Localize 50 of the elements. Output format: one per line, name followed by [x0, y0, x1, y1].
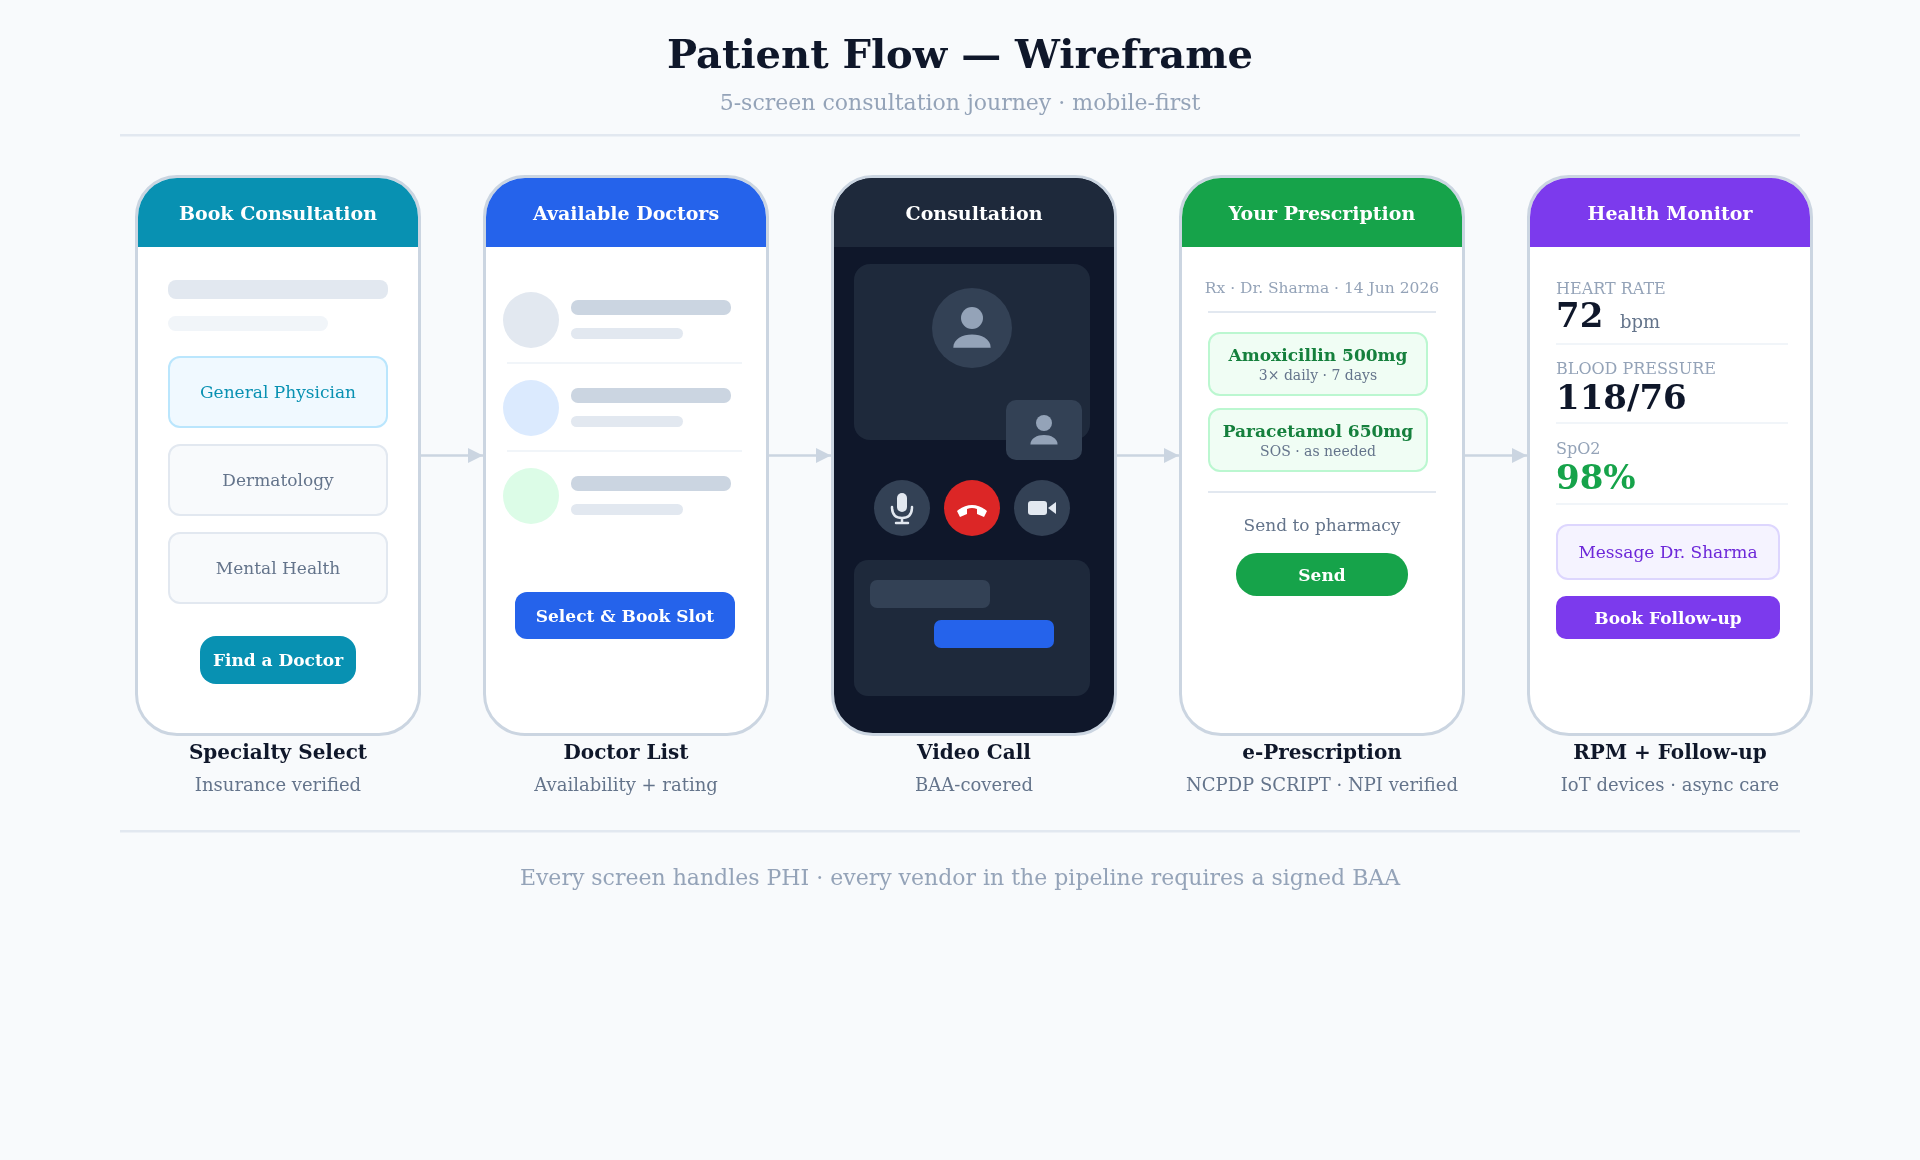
- metric-label: SpO2: [1556, 439, 1601, 459]
- diagram-title: Patient Flow — Wireframe: [667, 30, 1253, 78]
- dosage-text: SOS · as needed: [1260, 441, 1376, 461]
- metric-unit: bpm: [1620, 311, 1661, 333]
- metric-label: HEART RATE: [1556, 279, 1666, 299]
- flow-arrow: [1465, 448, 1527, 463]
- header-bar: Health Monitor: [1530, 178, 1810, 247]
- screen-subcaption: NCPDP SCRIPT · NPI verified: [1186, 774, 1458, 796]
- phone-screen: [135, 175, 421, 736]
- screen-caption: RPM + Follow-up: [1573, 740, 1767, 764]
- screen-subcaption: Insurance verified: [194, 774, 362, 796]
- flow-arrow: [769, 448, 831, 463]
- header-bar: Consultation: [834, 178, 1114, 247]
- medication-card: [1208, 408, 1428, 472]
- option-card: Mental Health: [168, 532, 388, 604]
- screen-caption: Doctor List: [563, 740, 689, 764]
- screen-subcaption: Availability + rating: [534, 774, 718, 796]
- metric-value: 72: [1556, 297, 1604, 335]
- phone-screen: [483, 175, 769, 736]
- action-button: Send: [1236, 553, 1408, 596]
- flow-arrow: [421, 448, 483, 463]
- option-card: Dermatology: [168, 444, 388, 516]
- action-button: Select & Book Slot: [515, 592, 735, 639]
- phone-screen: [831, 175, 1117, 736]
- phone-screen: [1179, 175, 1465, 736]
- footnote: Every screen handles PHI · every vendor in the pipeline requires a signed BAA: [519, 865, 1401, 892]
- screen-caption: Specialty Select: [188, 740, 368, 764]
- screen-subcaption: BAA-covered: [915, 774, 1033, 796]
- screen-caption: e-Prescription: [1242, 740, 1402, 764]
- option-card: Message Dr. Sharma: [1556, 524, 1780, 580]
- subtitle: 5-screen consultation journey · mobile-first: [719, 90, 1201, 117]
- phone-screen: [1527, 175, 1813, 736]
- medication-name: Amoxicillin 500mg: [1228, 343, 1408, 366]
- dosage-text: 3× daily · 7 days: [1258, 365, 1378, 385]
- header-bar: Available Doctors: [486, 178, 766, 247]
- section-label: Send to pharmacy: [1243, 515, 1401, 536]
- action-button: Book Follow-up: [1556, 596, 1780, 639]
- screen-subcaption: IoT devices · async care: [1560, 774, 1780, 796]
- prescription-meta: Rx · Dr. Sharma · 14 Jun 2026: [1204, 279, 1440, 298]
- medication-name: Paracetamol 650mg: [1222, 419, 1414, 442]
- medication-card: [1208, 332, 1428, 396]
- metric-value: 118/76: [1556, 379, 1687, 417]
- option-card: General Physician: [168, 356, 388, 428]
- header-bar: Your Prescription: [1182, 178, 1462, 247]
- header-bar: Book Consultation: [138, 178, 418, 247]
- metric-value: 98%: [1556, 459, 1636, 497]
- action-button: Find a Doctor: [200, 636, 356, 684]
- screen-caption: Video Call: [917, 740, 1031, 764]
- metric-label: BLOOD PRESSURE: [1556, 359, 1716, 379]
- flow-arrow: [1117, 448, 1179, 463]
